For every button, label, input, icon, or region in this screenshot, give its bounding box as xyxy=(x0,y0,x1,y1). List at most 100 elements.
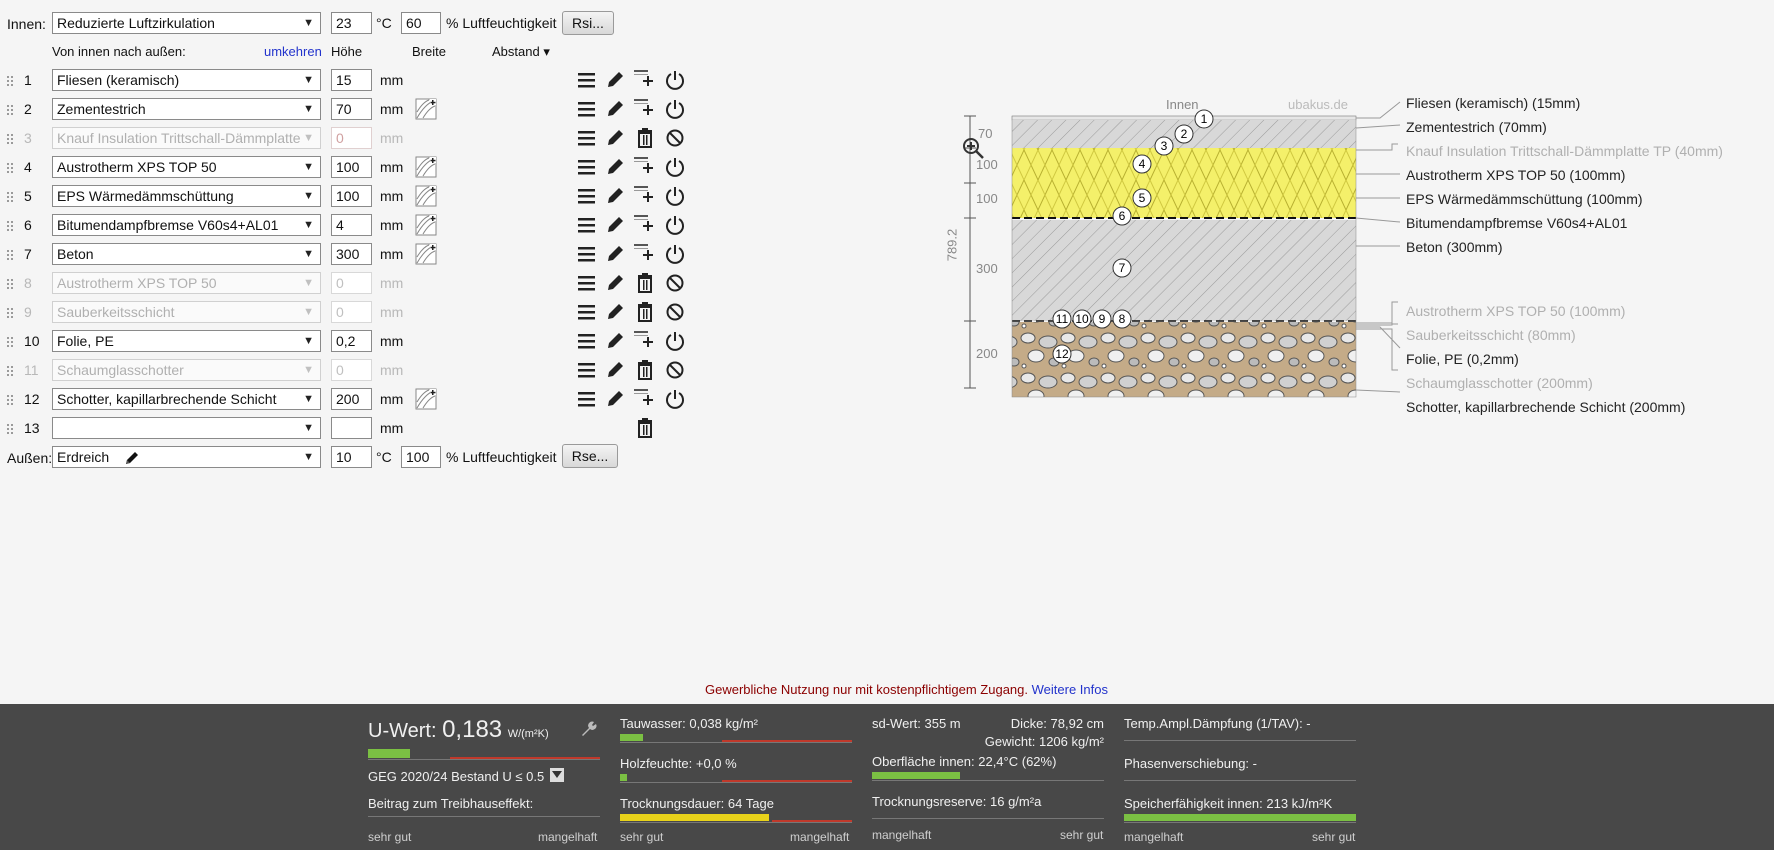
trash-icon[interactable] xyxy=(634,272,656,294)
disabled-icon[interactable] xyxy=(664,301,686,323)
pencil-icon[interactable] xyxy=(604,127,626,149)
disabled-icon[interactable] xyxy=(664,359,686,381)
add-layer-icon[interactable] xyxy=(633,183,657,205)
pencil-icon[interactable] xyxy=(604,301,626,323)
layer-material-select[interactable]: Beton▼ xyxy=(52,243,321,265)
drag-handle-icon[interactable] xyxy=(7,279,13,291)
power-icon[interactable] xyxy=(664,388,686,410)
menu-icon[interactable] xyxy=(575,69,597,91)
menu-icon[interactable] xyxy=(575,156,597,178)
inner-temp-input[interactable]: 23 xyxy=(331,12,372,34)
power-icon[interactable] xyxy=(664,330,686,352)
add-layer-icon[interactable] xyxy=(633,67,657,89)
add-framework-icon[interactable] xyxy=(415,156,437,178)
pencil-icon[interactable] xyxy=(604,330,626,352)
pencil-icon[interactable] xyxy=(604,98,626,120)
layer-material-select[interactable]: EPS Wärmedämmschüttung▼ xyxy=(52,185,321,207)
add-framework-icon[interactable] xyxy=(415,243,437,265)
layer-material-select[interactable]: Zementestrich▼ xyxy=(52,98,321,120)
layer-height-input[interactable]: 15 xyxy=(331,69,372,91)
geg-dropdown[interactable] xyxy=(550,768,564,782)
drag-handle-icon[interactable] xyxy=(7,424,13,436)
layer-height-input[interactable]: 70 xyxy=(331,98,372,120)
add-layer-icon[interactable] xyxy=(633,154,657,176)
pencil-icon[interactable] xyxy=(604,359,626,381)
menu-icon[interactable] xyxy=(575,359,597,381)
layer-material-select[interactable]: Knauf Insulation Trittschall-Dämmplatte▼ xyxy=(52,127,321,149)
disabled-icon[interactable] xyxy=(664,272,686,294)
pencil-icon[interactable] xyxy=(123,449,141,467)
outer-humidity-input[interactable]: 100 xyxy=(401,446,441,468)
trash-icon[interactable] xyxy=(634,301,656,323)
drag-handle-icon[interactable] xyxy=(7,337,13,349)
menu-icon[interactable] xyxy=(575,301,597,323)
pencil-icon[interactable] xyxy=(604,243,626,265)
power-icon[interactable] xyxy=(664,156,686,178)
drag-handle-icon[interactable] xyxy=(7,192,13,204)
layer-material-select[interactable]: Folie, PE▼ xyxy=(52,330,321,352)
add-framework-icon[interactable] xyxy=(415,214,437,236)
trash-icon[interactable] xyxy=(634,127,656,149)
power-icon[interactable] xyxy=(664,214,686,236)
outer-condition-select[interactable]: Erdreich ▼ xyxy=(52,446,321,468)
power-icon[interactable] xyxy=(664,98,686,120)
power-icon[interactable] xyxy=(664,243,686,265)
pencil-icon[interactable] xyxy=(604,69,626,91)
layer-material-select[interactable]: Austrotherm XPS TOP 50▼ xyxy=(52,272,321,294)
rsi-button[interactable]: Rsi... xyxy=(562,11,614,35)
layer-height-input[interactable]: 0,2 xyxy=(331,330,372,352)
menu-icon[interactable] xyxy=(575,272,597,294)
layer-material-select[interactable]: Sauberkeitsschicht▼ xyxy=(52,301,321,323)
add-layer-icon[interactable] xyxy=(633,386,657,408)
layer-height-input[interactable]: 200 xyxy=(331,388,372,410)
layer-height-input[interactable]: 100 xyxy=(331,156,372,178)
add-layer-icon[interactable] xyxy=(633,328,657,350)
menu-icon[interactable] xyxy=(575,98,597,120)
drag-handle-icon[interactable] xyxy=(7,366,13,378)
layer-height-input[interactable]: 0 xyxy=(331,272,372,294)
pencil-icon[interactable] xyxy=(604,156,626,178)
reverse-link[interactable]: umkehren xyxy=(264,44,322,59)
menu-icon[interactable] xyxy=(575,185,597,207)
disabled-icon[interactable] xyxy=(664,127,686,149)
drag-handle-icon[interactable] xyxy=(7,250,13,262)
menu-icon[interactable] xyxy=(575,214,597,236)
layer-material-select[interactable]: Fliesen (keramisch)▼ xyxy=(52,69,321,91)
layer-height-input[interactable]: 0 xyxy=(331,359,372,381)
pencil-icon[interactable] xyxy=(604,185,626,207)
pencil-icon[interactable] xyxy=(604,388,626,410)
menu-icon[interactable] xyxy=(575,243,597,265)
layer-material-select[interactable]: Schaumglasschotter▼ xyxy=(52,359,321,381)
drag-handle-icon[interactable] xyxy=(7,308,13,320)
layer-height-input[interactable]: 0 xyxy=(331,127,372,149)
add-framework-icon[interactable] xyxy=(415,185,437,207)
drag-handle-icon[interactable] xyxy=(7,163,13,175)
pencil-icon[interactable] xyxy=(604,214,626,236)
layer-height-input[interactable]: 0 xyxy=(331,301,372,323)
add-layer-icon[interactable] xyxy=(633,212,657,234)
layer-material-select[interactable]: Bitumendampfbremse V60s4+AL01▼ xyxy=(52,214,321,236)
zoom-in-icon[interactable] xyxy=(962,137,986,164)
power-icon[interactable] xyxy=(664,69,686,91)
layer-material-select[interactable]: Austrotherm XPS TOP 50▼ xyxy=(52,156,321,178)
layer-height-input[interactable]: 100 xyxy=(331,185,372,207)
more-info-link[interactable]: Weitere Infos xyxy=(1031,682,1108,697)
menu-icon[interactable] xyxy=(575,127,597,149)
add-layer-icon[interactable] xyxy=(633,96,657,118)
drag-handle-icon[interactable] xyxy=(7,76,13,88)
inner-humidity-input[interactable]: 60 xyxy=(401,12,441,34)
spacing-column-header[interactable]: Abstand ▾ xyxy=(492,44,550,59)
layer-height-input[interactable]: 4 xyxy=(331,214,372,236)
drag-handle-icon[interactable] xyxy=(7,221,13,233)
menu-icon[interactable] xyxy=(575,388,597,410)
layer-material-select[interactable]: Schotter, kapillarbrechende Schicht▼ xyxy=(52,388,321,410)
trash-icon[interactable] xyxy=(634,417,656,439)
wrench-icon[interactable] xyxy=(580,720,598,741)
add-layer-icon[interactable] xyxy=(633,241,657,263)
add-framework-icon[interactable] xyxy=(415,98,437,120)
drag-handle-icon[interactable] xyxy=(7,105,13,117)
layer-material-select[interactable]: ▼ xyxy=(52,417,321,439)
menu-icon[interactable] xyxy=(575,330,597,352)
rse-button[interactable]: Rse... xyxy=(562,444,618,468)
add-framework-icon[interactable] xyxy=(415,388,437,410)
